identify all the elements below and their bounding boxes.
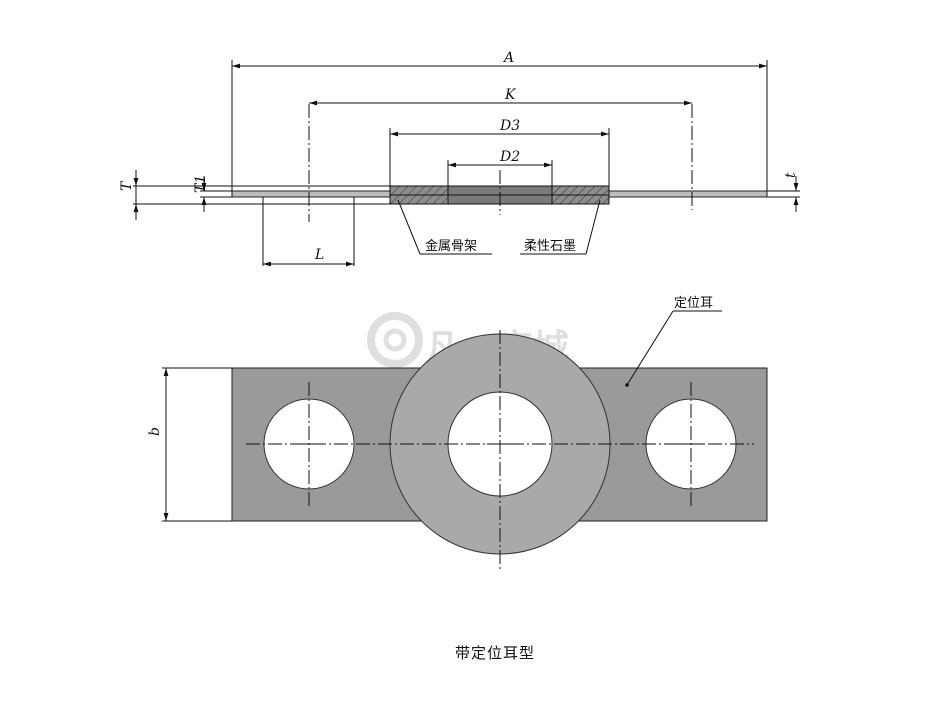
- caption: 带定位耳型: [455, 644, 535, 662]
- dim-label-D3: D3: [499, 118, 520, 134]
- dim-label-D2: D2: [499, 149, 520, 165]
- dim-label-A: A: [502, 50, 514, 66]
- section-view: A K D3 D2 L T T1 t 金属骨架: [119, 50, 800, 267]
- leader-flexible-graphite: [585, 199, 601, 255]
- label-flexible-graphite: 柔性石墨: [524, 239, 576, 254]
- dim-label-b: b: [147, 427, 163, 436]
- leader-metal-frame: [397, 199, 421, 255]
- dim-label-K: K: [504, 87, 517, 103]
- plan-view: b 定位耳: [147, 296, 768, 570]
- label-locating-ear: 定位耳: [674, 296, 713, 311]
- label-metal-frame: 金属骨架: [425, 238, 477, 254]
- plate-left: [231, 190, 391, 198]
- dim-label-T: T: [119, 180, 135, 191]
- dim-label-t: t: [783, 172, 799, 178]
- plate-right: [608, 190, 768, 198]
- dim-label-T1: T1: [193, 175, 209, 193]
- dim-label-L: L: [314, 247, 324, 263]
- leader-locating-ear: [626, 310, 674, 386]
